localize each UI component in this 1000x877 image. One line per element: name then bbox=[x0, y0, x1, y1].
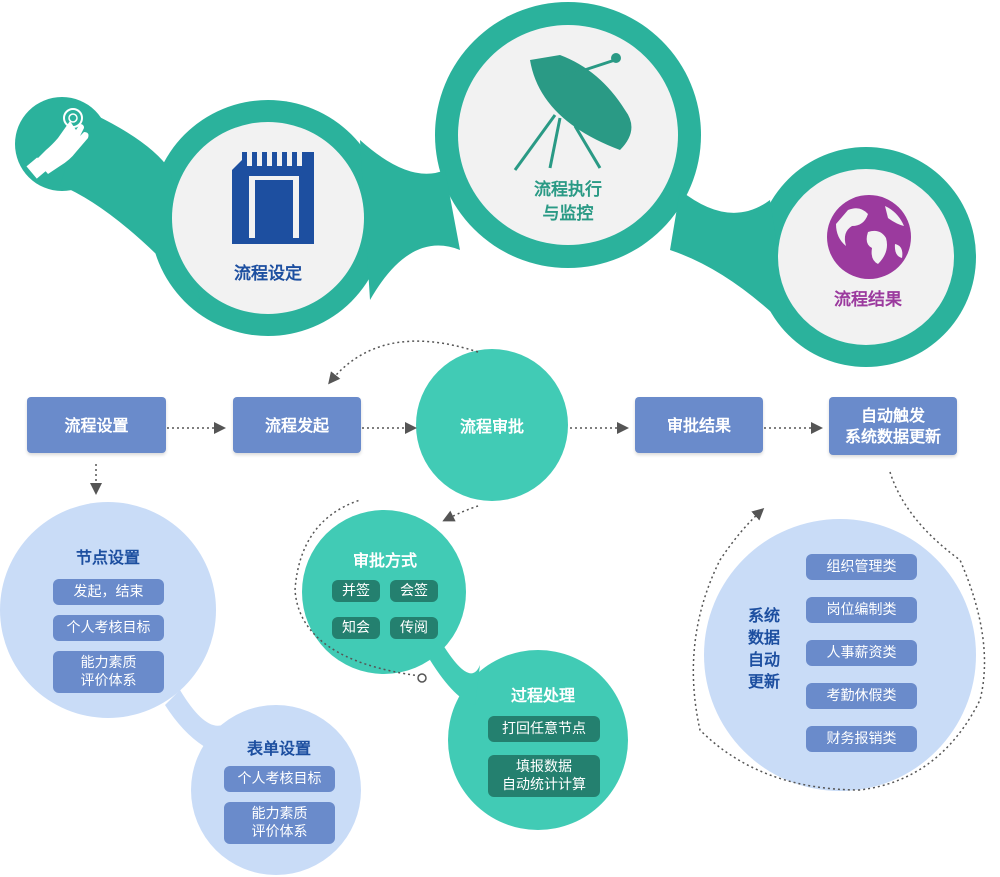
form-settings-item-competency[interactable]: 能力素质 评价体系 bbox=[224, 802, 335, 844]
flow-step-process-initiate[interactable]: 流程发起 bbox=[233, 397, 361, 453]
process-handling-item-return[interactable]: 打回任意节点 bbox=[488, 716, 600, 742]
auto-update-item-expense[interactable]: 财务报销类 bbox=[806, 726, 917, 752]
flow-step-auto-update[interactable]: 自动触发 系统数据更新 bbox=[829, 397, 957, 455]
form-settings-item-competency-line1: 能力素质 bbox=[251, 806, 308, 822]
stage2-inner-circle bbox=[458, 25, 678, 245]
approval-method-notify[interactable]: 知会 bbox=[332, 617, 380, 639]
auto-update-item-positions-label: 岗位编制类 bbox=[826, 602, 897, 618]
form-settings-item-competency-line2: 评价体系 bbox=[251, 824, 308, 840]
node-settings-item-start-end[interactable]: 发起，结束 bbox=[53, 579, 164, 605]
form-settings-title: 表单设置 bbox=[246, 739, 311, 758]
auto-update-item-hr-payroll[interactable]: 人事薪资类 bbox=[806, 640, 917, 666]
auto-update-label: 系统 数据 自动 更新 bbox=[747, 606, 780, 691]
globe-icon bbox=[827, 195, 911, 279]
flow-step-approval-result-label: 审批结果 bbox=[666, 415, 731, 435]
node-settings-item-competency-line2: 评价体系 bbox=[80, 673, 137, 689]
approval-methods-title: 审批方式 bbox=[352, 551, 417, 570]
flow-step-process-setup[interactable]: 流程设置 bbox=[27, 397, 166, 453]
approval-method-joint[interactable]: 会签 bbox=[390, 580, 438, 602]
auto-update-item-positions[interactable]: 岗位编制类 bbox=[806, 597, 917, 623]
approval-method-notify-label: 知会 bbox=[342, 620, 370, 636]
flow-step-process-setup-label: 流程设置 bbox=[64, 415, 129, 435]
flow-step-auto-update-line2: 系统数据更新 bbox=[844, 427, 941, 446]
hand-touch-icon bbox=[26, 108, 89, 179]
approval-method-circulate[interactable]: 传阅 bbox=[390, 617, 438, 639]
flow-step-approval-result[interactable]: 审批结果 bbox=[635, 397, 763, 453]
process-handling-item-return-label: 打回任意节点 bbox=[502, 721, 586, 737]
approval-method-parallel[interactable]: 并签 bbox=[332, 580, 380, 602]
process-handling-item-auto-calc[interactable]: 填报数据 自动统计计算 bbox=[488, 755, 600, 797]
approval-method-parallel-label: 并签 bbox=[342, 583, 370, 599]
auto-update-item-attendance[interactable]: 考勤休假类 bbox=[806, 683, 917, 709]
node-settings-item-kpi-label: 个人考核目标 bbox=[66, 620, 151, 636]
auto-update-item-organization[interactable]: 组织管理类 bbox=[806, 554, 917, 580]
approval-method-joint-label: 会签 bbox=[400, 583, 428, 599]
flow-connectors bbox=[90, 340, 986, 791]
auto-update-item-attendance-label: 考勤休假类 bbox=[826, 688, 897, 704]
approval-method-circulate-label: 传阅 bbox=[400, 620, 428, 636]
process-handling-title: 过程处理 bbox=[510, 686, 575, 705]
auto-update-item-hr-payroll-label: 人事薪资类 bbox=[826, 645, 897, 661]
node-settings-item-kpi[interactable]: 个人考核目标 bbox=[53, 615, 164, 641]
stage3-label: 流程结果 bbox=[834, 290, 902, 310]
flow-step-process-initiate-label: 流程发起 bbox=[264, 415, 329, 435]
stage1-label: 流程设定 bbox=[234, 264, 302, 284]
stage2-label-line1: 流程执行 bbox=[534, 180, 602, 200]
node-settings-title: 节点设置 bbox=[75, 548, 140, 567]
satellite-dish-icon bbox=[513, 53, 632, 171]
form-settings-item-kpi-label: 个人考核目标 bbox=[237, 771, 322, 787]
process-handling-item-auto-calc-line1: 填报数据 bbox=[516, 759, 572, 775]
flow-step-auto-update-line1: 自动触发 bbox=[860, 406, 925, 425]
process-handling-item-auto-calc-line2: 自动统计计算 bbox=[502, 777, 586, 793]
node-settings-item-start-end-label: 发起，结束 bbox=[73, 584, 144, 600]
connector-end-dot bbox=[417, 673, 427, 683]
sd-card-icon bbox=[232, 152, 314, 244]
flow-step-process-approval[interactable]: 流程审批 bbox=[416, 405, 568, 445]
auto-update-item-organization-label: 组织管理类 bbox=[826, 559, 897, 575]
auto-update-item-expense-label: 财务报销类 bbox=[826, 731, 897, 747]
form-settings-item-kpi[interactable]: 个人考核目标 bbox=[224, 766, 335, 792]
node-settings-item-competency[interactable]: 能力素质 评价体系 bbox=[53, 651, 164, 693]
approval-circle bbox=[416, 349, 568, 501]
node-settings-item-competency-line1: 能力素质 bbox=[80, 655, 137, 671]
flow-step-process-approval-label: 流程审批 bbox=[459, 417, 524, 436]
stage2-label-line2: 与监控 bbox=[542, 204, 594, 224]
